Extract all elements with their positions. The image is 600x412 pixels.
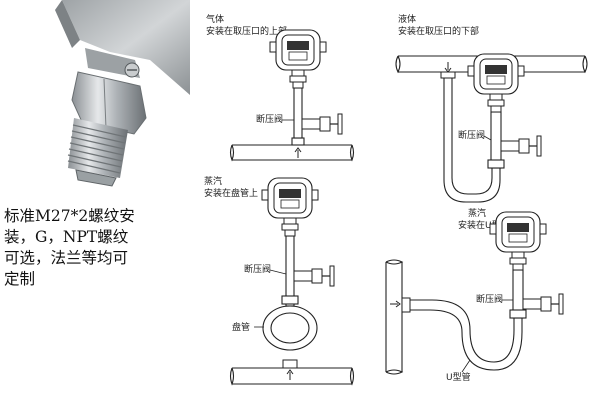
coil-instruction-label: 安装在盘管上	[204, 187, 258, 199]
sensor-photo-drawing	[55, 0, 190, 187]
u-valve-label: 断压阀	[476, 293, 503, 305]
liquid-loop	[443, 78, 501, 203]
liquid-valve-label: 断压阀	[458, 129, 485, 141]
liquid-leader	[483, 135, 492, 141]
coil-tap	[282, 359, 298, 369]
coil-medium-label: 蒸汽	[204, 175, 222, 187]
liquid-instruction-label: 安装在取压口的下部	[398, 25, 479, 37]
u-tube	[410, 299, 523, 371]
gas-medium-label: 气体	[206, 13, 224, 25]
coil-valve-label: 断压阀	[244, 263, 271, 275]
coil-flow-arrow	[286, 369, 294, 380]
diagram-liquid: 液体 安装在取压口的下部 断压阀	[395, 13, 588, 203]
gas-valve	[301, 113, 343, 135]
caption-line: 定制	[4, 270, 36, 288]
u-riser	[509, 269, 527, 319]
caption-line: 可选，法兰等均可	[4, 249, 129, 267]
liquid-tap	[440, 71, 456, 79]
gas-instruction-label: 安装在取压口的上部	[206, 25, 287, 37]
gas-valve-label: 断压阀	[256, 113, 283, 125]
diagram-steam-coil: 蒸汽 安装在盘管上 断压阀 盘管	[204, 175, 355, 386]
coil-pipe	[229, 367, 355, 386]
coil-label: 盘管	[232, 321, 250, 333]
caption-line: 装，G，NPT螺纹	[4, 228, 129, 246]
u-flow-arrow	[390, 300, 401, 308]
u-medium-label: 蒸汽	[468, 207, 486, 219]
liquid-flow-arrow	[444, 62, 452, 73]
liquid-valve	[500, 135, 542, 157]
gas-riser	[291, 87, 305, 146]
sensor-photo	[0, 0, 190, 195]
caption-line: 标准M27*2螺纹安	[4, 207, 135, 225]
u-valve	[522, 293, 564, 315]
coil-transmitter	[261, 177, 319, 237]
gas-pipe	[229, 144, 355, 162]
liquid-medium-label: 液体	[398, 13, 416, 25]
spec-caption: 标准M27*2螺纹安 装，G，NPT螺纹 可选，法兰等均可 定制	[4, 206, 194, 290]
gas-transmitter	[269, 29, 327, 89]
liquid-transmitter	[467, 53, 525, 113]
gas-flow-arrow	[294, 147, 302, 158]
u-tube-label: U型管	[446, 371, 471, 383]
u-transmitter	[489, 211, 547, 271]
coil-valve	[293, 265, 335, 287]
diagram-steam-u: 蒸汽 安装在U型管上 断压阀 U型管	[385, 207, 564, 383]
u-pipe	[385, 259, 404, 375]
diagram-gas: 气体 安装在取压口的上部 断压阀	[206, 13, 355, 162]
